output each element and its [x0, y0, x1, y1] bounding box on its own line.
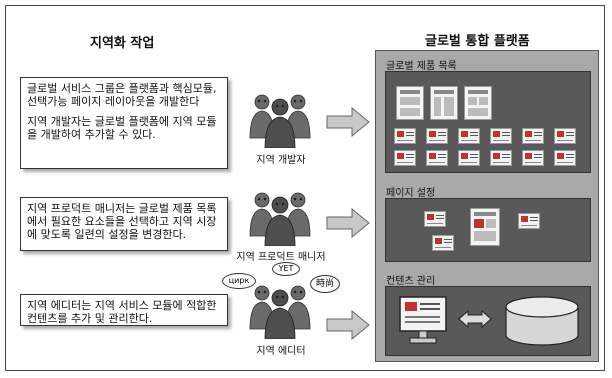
module-tile — [426, 128, 448, 144]
module-tile — [394, 128, 416, 144]
bidirectional-arrow-icon — [458, 309, 492, 329]
developer-group-icon — [249, 94, 311, 148]
monitor-icon — [399, 296, 447, 344]
page-layout-preview — [470, 208, 500, 246]
right-title: 글로벌 통합 플랫폼 — [425, 34, 530, 49]
left-title: 지역화 작업 — [90, 36, 155, 51]
module-tile — [490, 128, 512, 144]
section-label-page-settings: 페이지 설정 — [386, 188, 436, 199]
module-tile — [554, 128, 576, 144]
arrow-right-icon — [326, 107, 370, 137]
layout-template-2 — [430, 86, 458, 120]
arrow-right-icon — [326, 208, 370, 238]
content-panel — [385, 286, 591, 356]
bubble-1: цирк — [222, 273, 256, 289]
arrow-right-icon — [326, 310, 370, 340]
note-developer-text-1: 글로벌 서비스 그룹은 플랫폼과 핵심모듈, 선택가능 페이지 레이아웃을 개발… — [27, 82, 217, 108]
module-tile — [432, 235, 454, 251]
module-tile — [518, 213, 540, 229]
module-tile — [522, 150, 544, 166]
note-product-manager: 지역 프로덕트 매니저는 글로벌 제품 목록에서 필요한 요소들을 선택하고 지… — [20, 197, 228, 251]
catalog-panel — [385, 71, 591, 173]
module-tile — [426, 150, 448, 166]
role-editor: 지역 에디터 — [256, 346, 306, 357]
layout-template-3 — [464, 86, 492, 120]
section-label-content: 컨텐츠 관리 — [386, 276, 436, 287]
module-tile — [490, 150, 512, 166]
module-tile — [458, 150, 480, 166]
bubble-3: 時尚 — [310, 275, 340, 293]
global-platform: 글로벌 제품 목록 페이지 설정 — [375, 50, 599, 362]
note-editor: 지역 에디터는 지역 서비스 모듈에 적합한 컨텐츠를 추가 및 관리한다. — [20, 294, 228, 326]
module-tile — [522, 128, 544, 144]
page-settings-panel — [385, 198, 591, 262]
role-developer: 지역 개발자 — [256, 155, 306, 166]
section-label-catalog: 글로벌 제품 목록 — [386, 61, 457, 72]
layout-template-1 — [396, 86, 424, 120]
product-manager-group-icon — [249, 192, 311, 246]
bubble-2: YET — [272, 262, 300, 276]
note-product-manager-text: 지역 프로덕트 매니저는 글로벌 제품 목록에서 필요한 요소들을 선택하고 지… — [27, 202, 217, 241]
module-tile — [554, 150, 576, 166]
note-editor-text: 지역 에디터는 지역 서비스 모듈에 적합한 컨텐츠를 추가 및 관리한다. — [27, 299, 217, 325]
note-developer: 글로벌 서비스 그룹은 플랫폼과 핵심모듈, 선택가능 페이지 레이아웃을 개발… — [20, 77, 228, 169]
note-developer-text-2: 지역 개발자는 글로벌 플랫폼에 지역 모듈을 개발하여 추가할 수 있다. — [27, 115, 217, 141]
module-tile — [394, 150, 416, 166]
database-icon — [505, 296, 579, 346]
role-product-manager: 지역 프로덕트 매니저 — [236, 252, 326, 263]
editor-group-icon — [249, 285, 311, 339]
module-tile — [458, 128, 480, 144]
module-tile — [424, 211, 446, 227]
